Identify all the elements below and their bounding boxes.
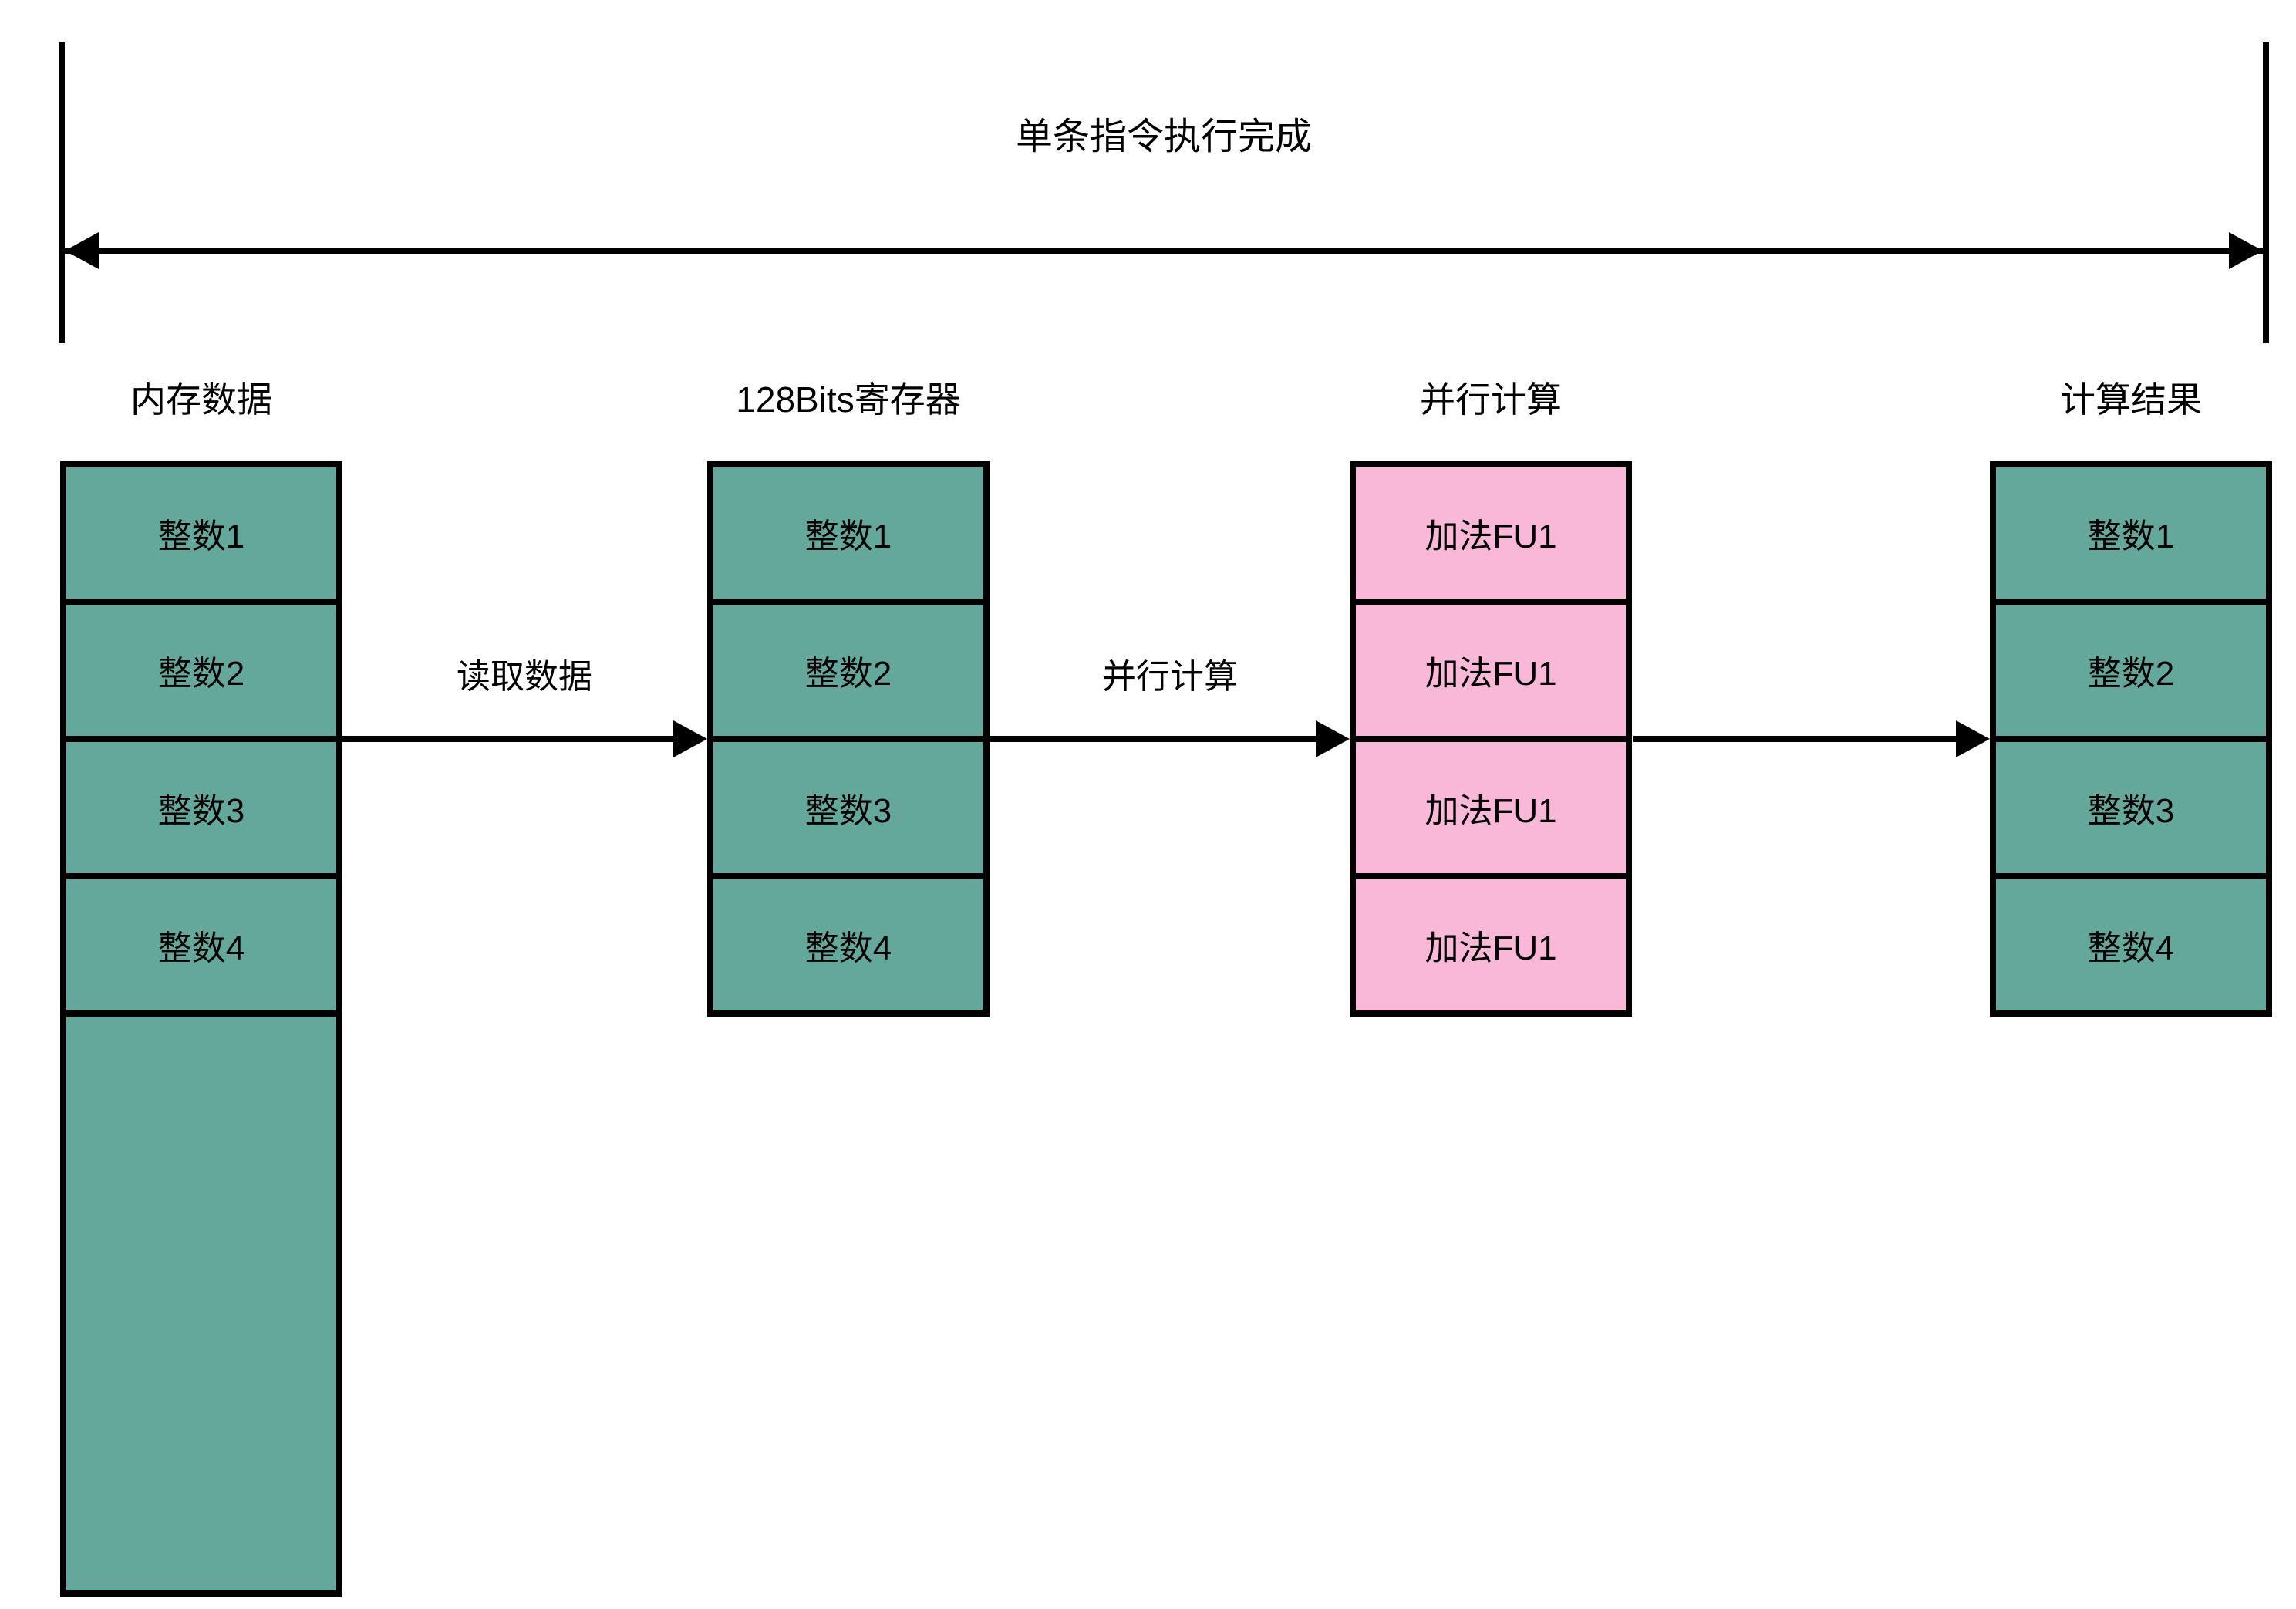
register-cell: 整数2 xyxy=(713,599,983,736)
fu-cell: 加法FU1 xyxy=(1356,599,1626,736)
read-data-arrow-line xyxy=(342,736,679,742)
read-data-arrow-label: 读取数据 xyxy=(457,658,592,696)
register-cell: 整数4 xyxy=(713,873,983,1010)
memory-cell: 整数1 xyxy=(157,518,245,555)
result-cell: 整数4 xyxy=(1996,873,2266,1010)
span-left-tick xyxy=(59,42,65,343)
result-arrow-line xyxy=(1633,736,1962,742)
span-right-tick xyxy=(2263,42,2269,343)
memory-column: 整数1 整数2 整数3 整数4 xyxy=(60,461,342,1597)
result-cell: 整数2 xyxy=(1996,599,2266,736)
parallel-fu-column: 加法FU1 加法FU1 加法FU1 加法FU1 xyxy=(1350,461,1632,1017)
arrowhead-right-icon xyxy=(2229,232,2263,269)
fu-cell: 加法FU1 xyxy=(1424,518,1557,555)
arrowhead-left-icon xyxy=(65,232,99,269)
column-header-memory: 内存数据 xyxy=(130,379,272,420)
memory-empty-cell xyxy=(66,1010,336,1590)
parallel-compute-arrow-label: 并行计算 xyxy=(1102,658,1238,696)
column-header-result: 计算结果 xyxy=(2060,379,2202,420)
read-data-arrowhead-icon xyxy=(673,720,707,757)
register-cell: 整数1 xyxy=(804,518,892,555)
column-header-parallel: 并行计算 xyxy=(1420,379,1562,420)
memory-cell: 整数3 xyxy=(66,736,336,873)
memory-cell: 整数4 xyxy=(66,873,336,1010)
memory-cell: 整数2 xyxy=(66,599,336,736)
register-cell: 整数3 xyxy=(713,736,983,873)
fu-cell: 加法FU1 xyxy=(1356,873,1626,1010)
diagram-title: 单条指令执行完成 xyxy=(1015,116,1312,157)
span-arrow-line xyxy=(65,248,2263,254)
result-arrowhead-icon xyxy=(1956,720,1990,757)
parallel-compute-arrowhead-icon xyxy=(1316,720,1350,757)
parallel-compute-arrow-line xyxy=(990,736,1322,742)
column-header-register: 128Bits寄存器 xyxy=(736,379,961,420)
result-cell: 整数3 xyxy=(1996,736,2266,873)
register-column: 整数1 整数2 整数3 整数4 xyxy=(707,461,990,1017)
result-cell: 整数1 xyxy=(2087,518,2175,555)
fu-cell: 加法FU1 xyxy=(1356,736,1626,873)
result-column: 整数1 整数2 整数3 整数4 xyxy=(1990,461,2272,1017)
